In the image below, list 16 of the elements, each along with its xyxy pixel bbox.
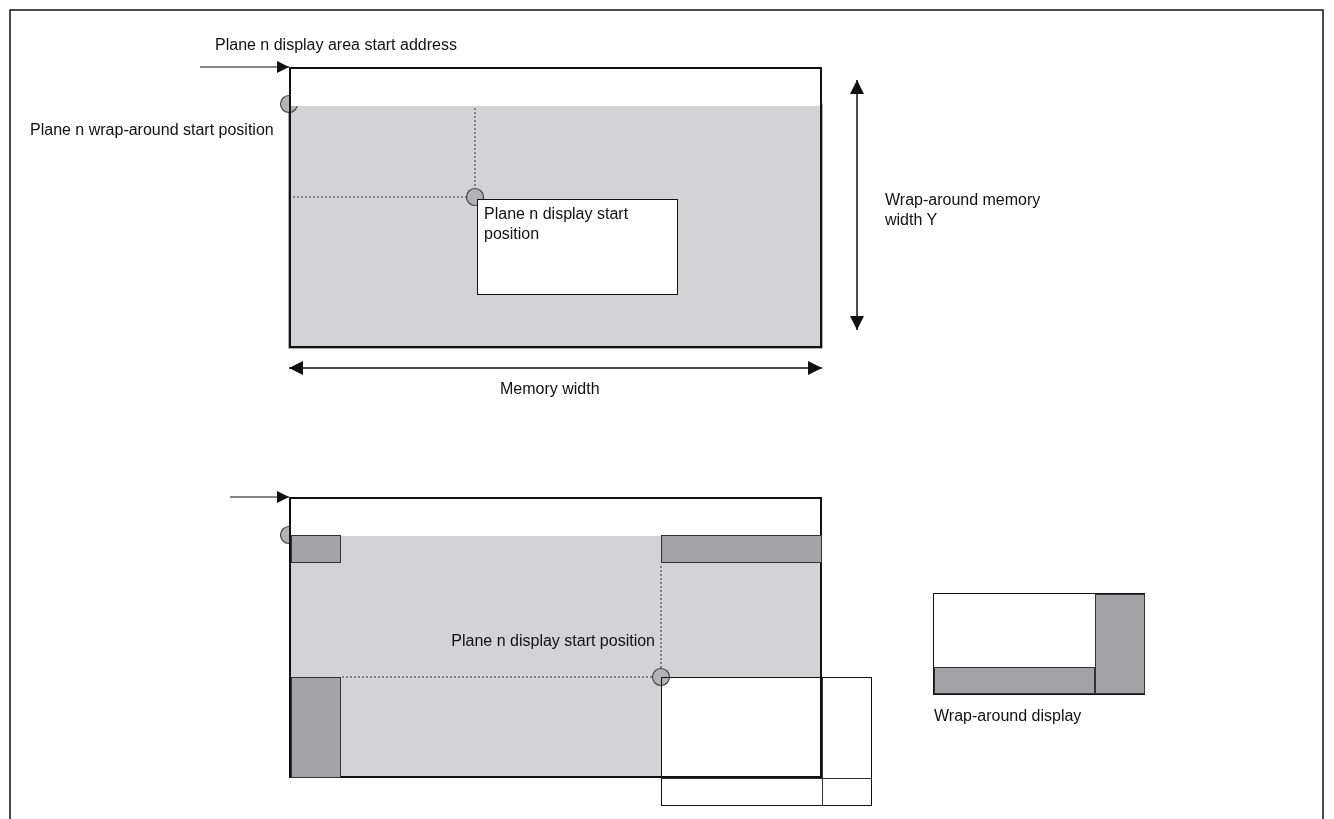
display-window	[477, 199, 678, 295]
display-window	[661, 677, 872, 806]
dimension-label: Memory width	[500, 379, 600, 399]
shaded-wrap-region	[661, 535, 822, 563]
shaded-wrap-region	[291, 535, 341, 563]
position-label: Plane n display start position	[484, 204, 630, 244]
dimension-label: Wrap-around memory width Y	[885, 190, 1042, 230]
shaded-wrap-region	[1095, 594, 1145, 694]
node-label: Wrap-around display	[934, 706, 1082, 726]
address-label: Plane n display area start address	[215, 35, 457, 55]
arrow	[229, 491, 290, 503]
position-label: Plane n display start position	[451, 631, 655, 651]
shaded-wrap-region	[934, 667, 1095, 694]
position-label: Plane n wrap-around start position	[30, 120, 274, 140]
shaded-wrap-region	[291, 677, 341, 778]
arrow	[199, 61, 290, 73]
